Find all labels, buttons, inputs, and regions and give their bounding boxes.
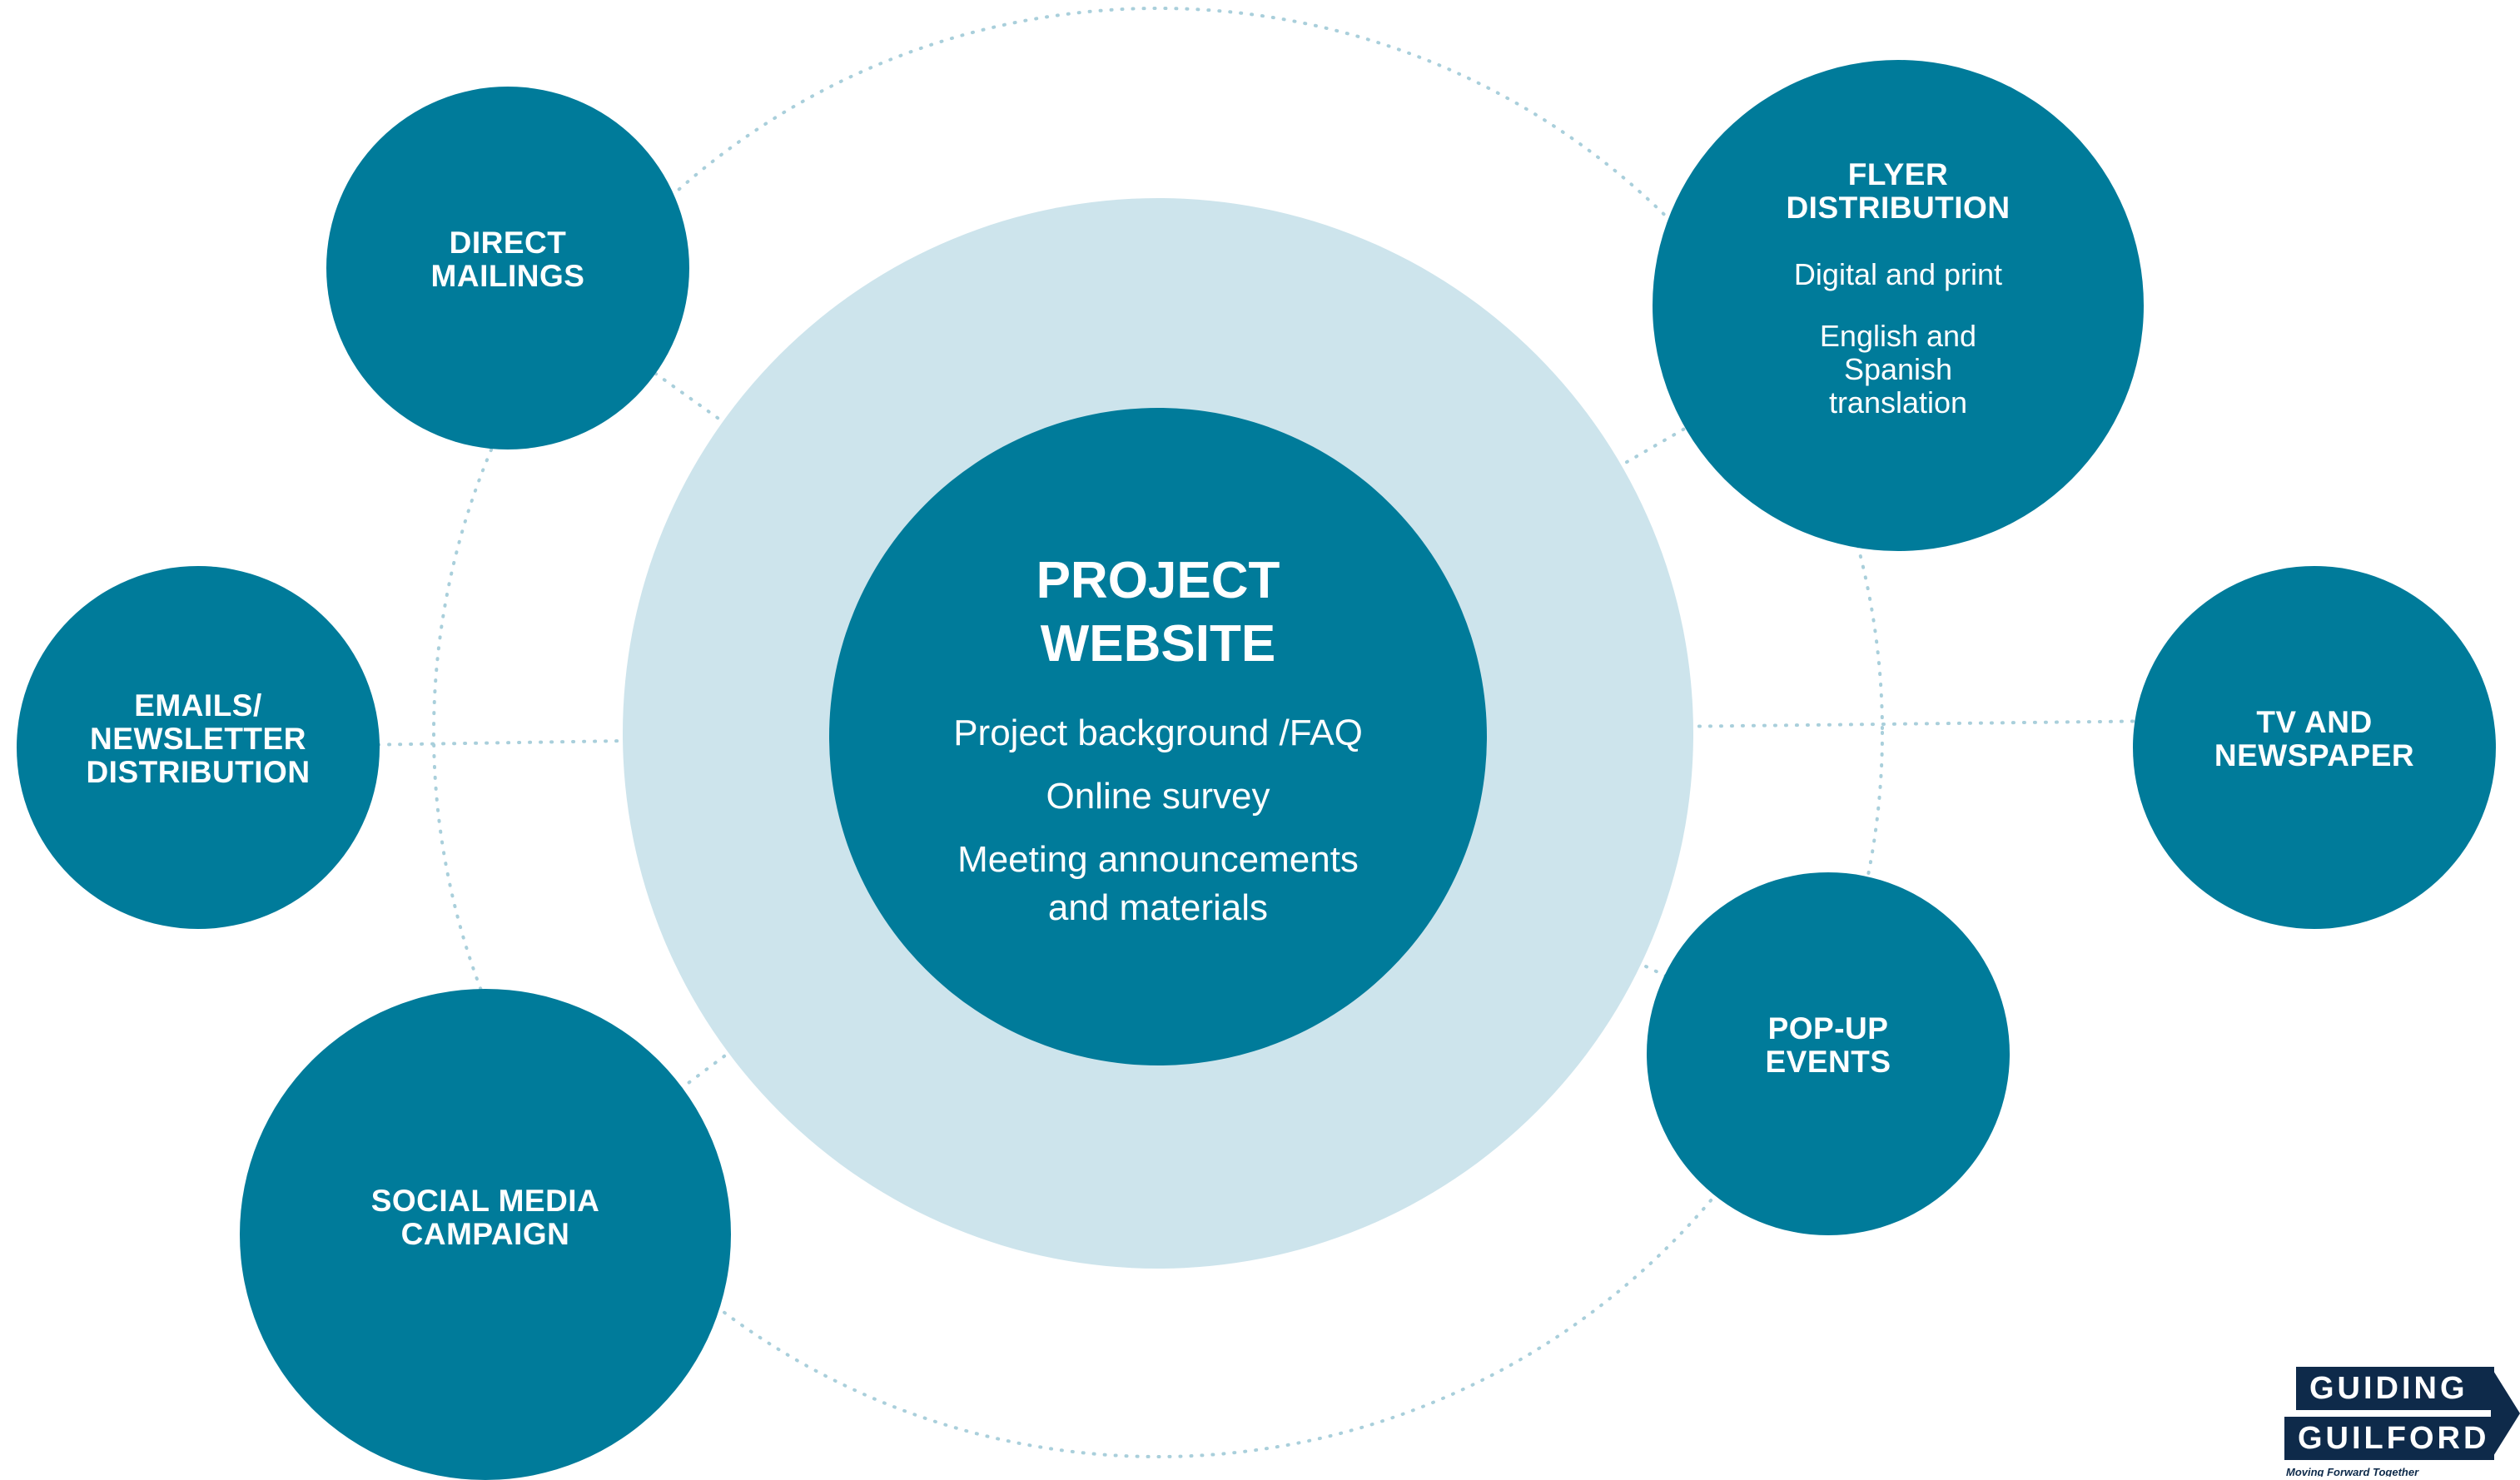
node-social-media-campaign: SOCIAL MEDIA CAMPAIGN	[240, 989, 731, 1480]
node-flyer-distribution: FLYER DISTRIBUTION Digital and print Eng…	[1653, 60, 2144, 551]
node-title: FLYER DISTRIBUTION	[1786, 157, 2011, 225]
node-tv-newspaper: TV AND NEWSPAPER	[2133, 566, 2496, 929]
node-direct-mailings: DIRECT MAILINGS	[326, 87, 689, 449]
node-emails-newsletter: EMAILS/ NEWSLETTER DISTRIBUTION	[17, 566, 380, 929]
node-title: EMAILS/ NEWSLETTER DISTRIBUTION	[86, 688, 311, 789]
node-detail-digital: Digital and print	[1793, 257, 2003, 291]
hub-item-survey: Online survey	[1046, 776, 1270, 817]
hub-item-background: Project background /FAQ	[953, 713, 1363, 753]
logo-line-1: GUIDING	[2296, 1367, 2494, 1410]
node-title: POP-UP EVENTS	[1765, 1011, 1891, 1079]
logo-tagline: Moving Forward Together	[2286, 1466, 2419, 1477]
node-popup-events: POP-UP EVENTS	[1647, 872, 2010, 1235]
node-title: DIRECT MAILINGS	[430, 226, 585, 293]
hub-title: PROJECT WEBSITE	[1036, 552, 1280, 673]
connector-tv	[1156, 718, 2316, 734]
logo-line-2: GUILFORD	[2284, 1417, 2494, 1460]
orbit-ring	[432, 7, 1884, 1458]
hub-item-meetings: Meeting announcements and materials	[957, 839, 1359, 928]
node-title: SOCIAL MEDIA CAMPAIGN	[370, 1184, 600, 1251]
node-detail-translation: English and Spanish translation	[1819, 319, 1977, 420]
guiding-guilford-logo: GUIDING GUILFORD Moving Forward Together	[2278, 1367, 2520, 1477]
arrow-right-icon	[2491, 1367, 2520, 1460]
node-title: TV AND NEWSPAPER	[2214, 705, 2415, 772]
project-website-hub: PROJECT WEBSITE Project background /FAQ …	[829, 408, 1487, 1065]
